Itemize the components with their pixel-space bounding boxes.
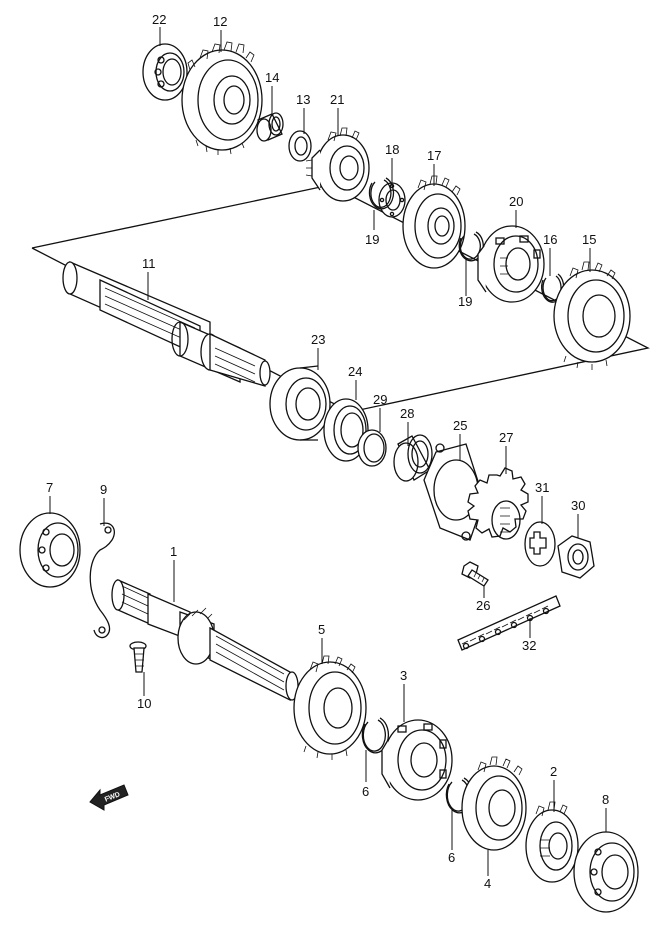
label-11: 11: [142, 256, 156, 271]
label-19-upper: 19: [365, 232, 379, 247]
label-19-lower: 19: [458, 294, 472, 309]
bearing-7: [19, 512, 81, 588]
bearing-22: [142, 43, 188, 101]
circlip-19-lower: [458, 231, 484, 262]
label-20: 20: [509, 194, 523, 209]
oil-seal-24: [323, 398, 369, 462]
label-32: 32: [522, 638, 536, 653]
label-13: 13: [296, 92, 310, 107]
label-8: 8: [602, 792, 609, 807]
bearing-retainer-9: [89, 522, 115, 639]
label-10: 10: [137, 696, 151, 711]
bearing-8: [573, 831, 639, 913]
lock-washer-31: [524, 521, 556, 567]
o-ring-29: [357, 429, 387, 467]
label-12: 12: [213, 14, 227, 29]
label-6-left: 6: [362, 784, 369, 799]
leader-lines: [49, 27, 607, 876]
gear-17: [402, 175, 466, 269]
label-18: 18: [385, 142, 399, 157]
nut-30: [557, 535, 595, 579]
sprocket-27: [467, 467, 529, 540]
label-31: 31: [535, 480, 549, 495]
gear-21: [305, 127, 370, 202]
label-26: 26: [476, 598, 490, 613]
spacer-28: [393, 434, 433, 482]
label-27: 27: [499, 430, 513, 445]
gear-2: [525, 801, 579, 883]
label-22: 22: [152, 12, 166, 27]
label-23: 23: [311, 332, 325, 347]
label-7: 7: [46, 480, 53, 495]
drive-chain-32: [457, 595, 561, 651]
washer-13: [288, 130, 312, 162]
countershaft-11: [62, 261, 271, 387]
label-5: 5: [318, 622, 325, 637]
label-30: 30: [571, 498, 585, 513]
label-14: 14: [265, 70, 279, 85]
gear-12: [181, 41, 263, 155]
label-28: 28: [400, 406, 414, 421]
label-24: 24: [348, 364, 362, 379]
bolt-26: [461, 561, 489, 587]
main-shaft-1: [111, 579, 299, 702]
label-9: 9: [100, 482, 107, 497]
label-1: 1: [170, 544, 177, 559]
label-6-right: 6: [448, 850, 455, 865]
circlip-6-left: [361, 717, 390, 754]
bearing-23: [269, 365, 331, 441]
part-number-labels: 22 12 14 13 21 18 19 17 20 16 15 19 11 2…: [46, 12, 609, 891]
forward-arrow-icon: FWD: [89, 784, 129, 811]
gear-4: [461, 756, 527, 851]
label-25: 25: [453, 418, 467, 433]
label-21: 21: [330, 92, 344, 107]
label-29: 29: [373, 392, 387, 407]
label-4: 4: [484, 876, 491, 891]
gear-20: [477, 225, 545, 303]
label-3: 3: [400, 668, 407, 683]
sprocket-plate-25: [423, 443, 485, 541]
screw-10: [129, 641, 147, 673]
label-15: 15: [582, 232, 596, 247]
label-16: 16: [543, 232, 557, 247]
gear-15: [553, 261, 631, 370]
bushing-14: [256, 112, 284, 142]
label-17: 17: [427, 148, 441, 163]
label-2: 2: [550, 764, 557, 779]
circlip-19-upper: [368, 177, 395, 210]
gear-3: [381, 719, 453, 801]
gear-5: [293, 655, 367, 760]
